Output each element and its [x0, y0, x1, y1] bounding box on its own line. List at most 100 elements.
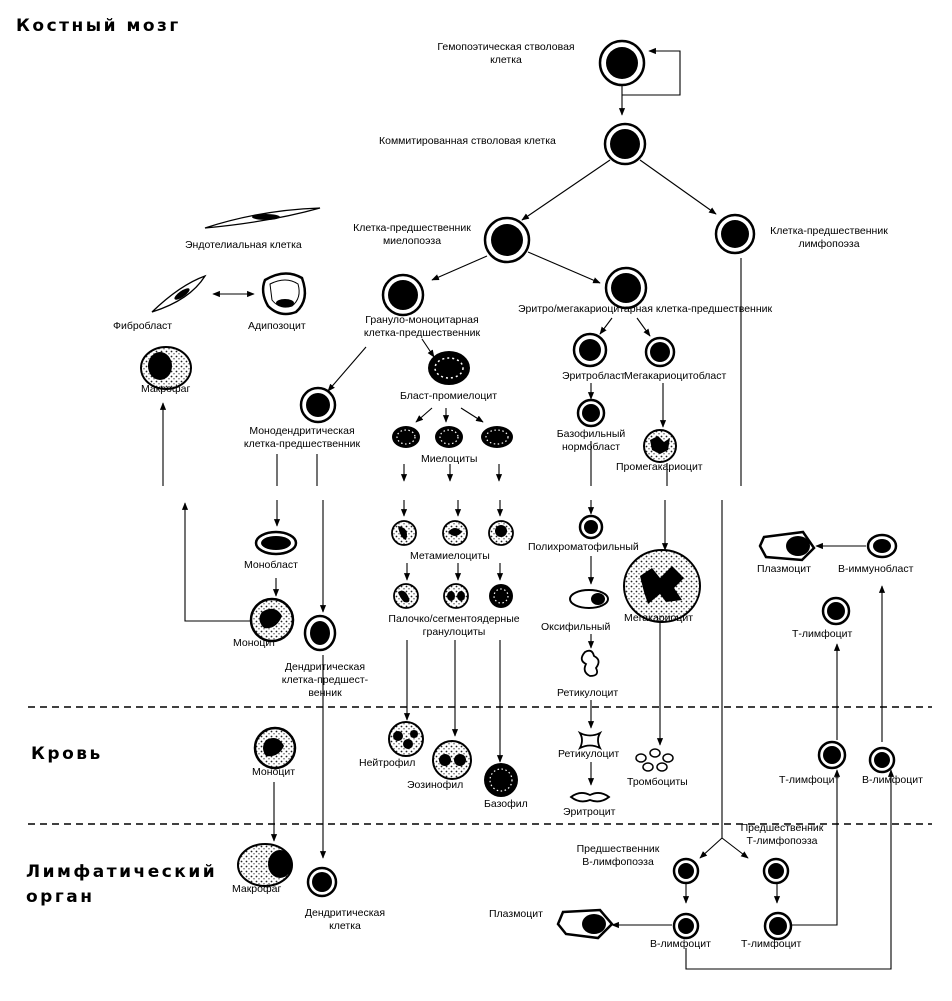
myelo-progenitor-cell [483, 216, 531, 264]
label-monocyte-marrow: Моноцит [233, 637, 277, 649]
rod-granulocyte-2 [443, 583, 469, 609]
em-progenitor-cell [604, 266, 648, 310]
connectors [159, 47, 895, 970]
monoblast-cell [254, 530, 298, 556]
label-gm-progenitor: Грануло-моноцитарная клетка-предшественн… [364, 314, 480, 340]
hsc-cell [598, 39, 646, 87]
arrow-em-mega [636, 317, 651, 337]
label-basophilic-line2: нормобласт [561, 441, 621, 453]
dendritic-precursor-cell [303, 614, 337, 652]
label-myelo-line2: миелопоэза [382, 235, 442, 247]
label-neutrophil: Нейтрофил [359, 757, 416, 769]
label-plasmocyte-marrow: Плазмоцит [757, 563, 811, 575]
gm-progenitor-cell [381, 273, 425, 317]
basophil-cell [484, 763, 518, 797]
arrow-b-to-blood [685, 769, 895, 970]
arrow-em-erythro [599, 317, 613, 335]
label-promegakaryocyte: Промегакариоцит [616, 461, 703, 473]
label-rod-line2: гранулоциты [422, 626, 486, 638]
polychromatophilic-cell [578, 514, 604, 540]
label-metamyelocytes: Метамиелоциты [410, 550, 490, 562]
label-monoblast: Монобласт [244, 559, 298, 571]
blast-promyelocyte-cell [428, 351, 470, 385]
label-gm-line2: клетка-предшественник [363, 327, 481, 339]
adipocyte-cell [261, 272, 307, 316]
section-lymph-organ-2: орган [26, 887, 95, 907]
b-precursor-cell [672, 857, 700, 885]
erythrocyte-cell [569, 792, 611, 803]
plasmocyte-lymph-cell [556, 908, 614, 940]
label-macrophage-lymph: Макрофаг [232, 883, 282, 895]
label-b-precursor-line1: Предшественник [576, 843, 660, 855]
label-t-lymphocyte-blood: Т-лимфоцит [779, 774, 840, 786]
label-megakaryocyte: Мегакариоцит [624, 612, 694, 624]
reticulocyte-marrow-cell [580, 649, 600, 677]
megakaryoblast-cell [644, 336, 676, 368]
label-thrombocytes: Тромбоциты [627, 776, 688, 788]
label-polychromatophilic: Полихроматофильный [528, 541, 639, 553]
label-hsc-line2: клетка [490, 54, 522, 66]
label-eosinophil: Эозинофил [407, 779, 464, 791]
label-em-progenitor: Эритро/мегакариоцитарная клетка-предшест… [518, 303, 773, 315]
label-lympho-progenitor: Клетка-предшественник лимфопоэза [770, 225, 888, 251]
t-lymphocyte-lymph-cell [763, 911, 793, 941]
arrow-blast-m1 [415, 407, 433, 423]
label-dendritic-precursor-line1: Дендритическая [284, 661, 366, 673]
label-erythroblast: Эритробласт [562, 370, 626, 382]
arrow-t-to-blood [792, 769, 841, 926]
arrow-csc-myelo [521, 159, 611, 221]
label-dendritic-precursor: Дендритическая клетка-предшест- венник [282, 661, 368, 700]
label-t-lymphocyte-marrow: Т-лимфоцит [792, 628, 853, 640]
section-bone-marrow: Костный мозг [16, 16, 181, 36]
megakaryocyte-cell [623, 549, 701, 623]
thrombocytes-cells [635, 748, 674, 772]
section-blood: Кровь [31, 744, 103, 764]
label-dendritic-precursor-line3: венник [308, 687, 342, 699]
rod-granulocyte-3 [489, 584, 513, 608]
label-basophil: Базофил [484, 798, 528, 810]
label-t-precursor-line1: Предшественник [740, 822, 824, 834]
arrow-monocyte-macrophage [181, 502, 252, 622]
basophilic-normoblast-cell [576, 398, 606, 428]
label-myelocytes: Миелоциты [421, 453, 478, 465]
lympho-progenitor-cell [714, 213, 756, 255]
label-megakaryoblast: Мегакариоцитобласт [624, 370, 727, 382]
label-myelo-progenitor: Клетка-предшественник миелопоэза [353, 222, 471, 248]
label-dendritic-lymph-line1: Дендритическая [304, 907, 386, 919]
label-reticulocyte-blood: Ретикулоцит [558, 748, 620, 760]
label-blast-promyelocyte: Бласт-промиелоцит [400, 390, 498, 402]
label-myelo-line1: Клетка-предшественник [353, 222, 471, 234]
label-dendritic-precursor-line2: клетка-предшест- [281, 674, 369, 686]
label-gm-line1: Грануло-моноцитарная [365, 314, 479, 326]
arrow-myelo-em [527, 251, 601, 284]
b-lymphocyte-lymph-cell [672, 912, 700, 940]
metamyelocyte-2 [442, 520, 468, 546]
label-lympho-line2: лимфопоэза [798, 238, 860, 250]
b-lymphocyte-blood-cell [868, 746, 896, 774]
label-monocyte-blood: Моноцит [252, 766, 296, 778]
label-t-precursor: Предшественник Т-лимфопоэза [741, 822, 824, 848]
neutrophil-cell [388, 721, 424, 757]
arrow-csc-lympho [639, 159, 717, 215]
label-dendritic-lymph-line2: клетка [329, 920, 361, 932]
erythroblast-cell [572, 332, 608, 368]
csc-cell [603, 122, 647, 166]
monocyte-marrow-cell [249, 597, 295, 643]
label-t-precursor-line2: Т-лимфопоэза [746, 835, 818, 847]
label-plasmocyte-lymph: Плазмоцит [489, 908, 543, 920]
arrow-blast-m3 [460, 407, 484, 423]
label-rod-granulocytes: Палочко/сегментоядерные гранулоциты [388, 613, 519, 639]
label-lympho-line1: Клетка-предшественник [770, 225, 888, 237]
macrophage-lymph-cell [237, 843, 293, 887]
macrophage-marrow-cell [140, 346, 192, 390]
arrow-gm-md [327, 346, 367, 392]
label-dendritic-lymph: Дендритическая клетка [305, 907, 385, 933]
label-rod-line1: Палочко/сегментоядерные [388, 613, 520, 625]
myelocyte-2 [435, 426, 463, 448]
t-lymphocyte-blood-cell [817, 740, 847, 770]
label-adipocyte: Адипозоцит [248, 320, 306, 332]
label-b-lymphocyte-lymph: В-лимфоцит [650, 938, 711, 950]
label-b-precursor-line2: В-лимфопоэза [582, 856, 654, 868]
md-progenitor-cell [299, 386, 337, 424]
